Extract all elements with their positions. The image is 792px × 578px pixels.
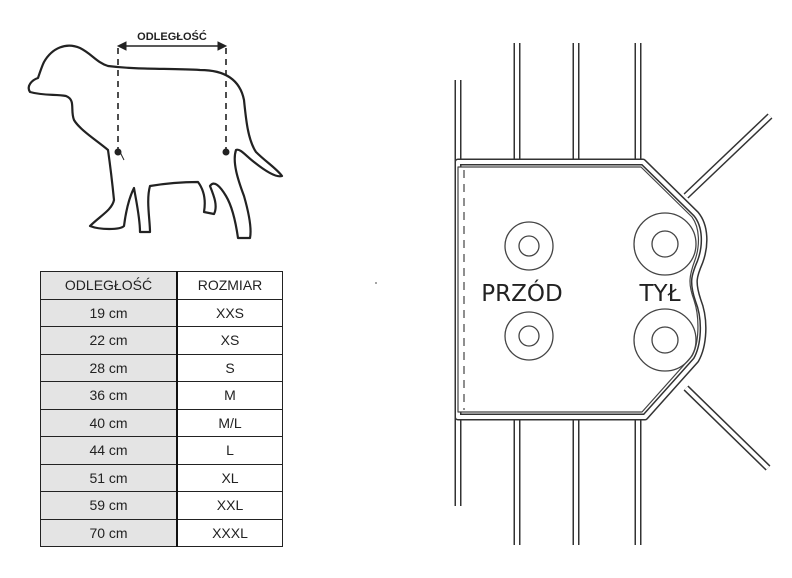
- distance-cell: 19 cm: [40, 298, 178, 327]
- size-cell: XL: [176, 463, 283, 492]
- header-size: ROZMIAR: [176, 271, 283, 300]
- distance-cell: 70 cm: [40, 518, 178, 547]
- measure-label: ODLEGŁOŚĆ: [137, 30, 207, 43]
- distance-cell: 22 cm: [40, 326, 178, 355]
- front-label: PRZÓD: [481, 279, 562, 307]
- size-cell: XXXL: [176, 518, 283, 547]
- size-cell: XS: [176, 326, 283, 355]
- size-cell: M/L: [176, 408, 283, 437]
- size-cell: XXL: [176, 491, 283, 520]
- speck: [375, 282, 377, 284]
- distance-cell: 44 cm: [40, 436, 178, 465]
- distance-cell: 40 cm: [40, 408, 178, 437]
- distance-cell: 59 cm: [40, 491, 178, 520]
- grommet-icons: [504, 212, 697, 372]
- harness-diagram: [454, 43, 773, 545]
- size-cell: L: [176, 436, 283, 465]
- size-cell: S: [176, 353, 283, 382]
- distance-cell: 51 cm: [40, 463, 178, 492]
- distance-cell: 36 cm: [40, 381, 178, 410]
- header-distance: ODLEGŁOŚĆ: [40, 271, 178, 300]
- distance-cell: 28 cm: [40, 353, 178, 382]
- size-cell: M: [176, 381, 283, 410]
- table-header-row: ODLEGŁOŚĆ ROZMIAR: [40, 271, 283, 300]
- back-label: TYŁ: [638, 281, 680, 307]
- measure-guide: [114, 41, 230, 156]
- dog-silhouette: [27, 44, 284, 240]
- size-cell: XXS: [176, 298, 283, 327]
